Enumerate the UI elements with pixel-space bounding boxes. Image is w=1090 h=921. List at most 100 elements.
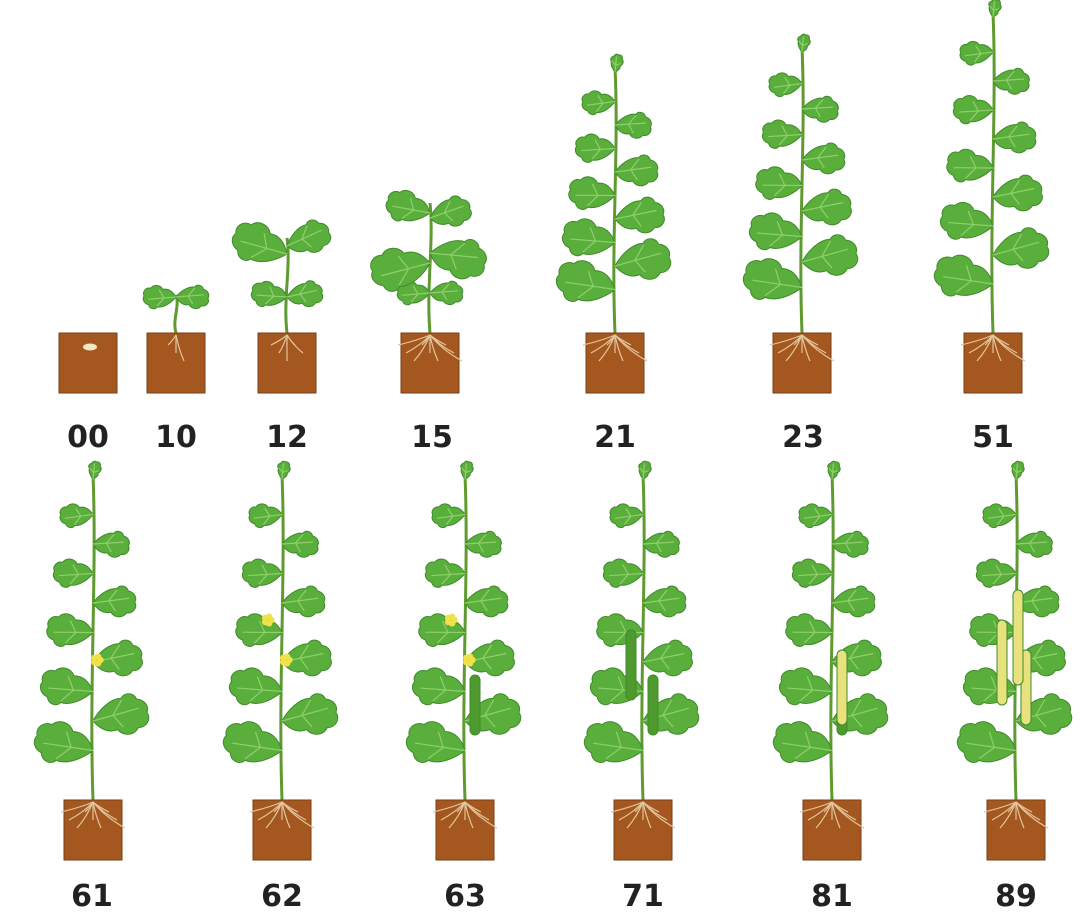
leaf	[464, 585, 508, 618]
leaf	[89, 690, 152, 740]
leaf	[426, 193, 474, 233]
bud-leaf	[276, 460, 292, 480]
leaf	[611, 235, 674, 285]
leaf	[568, 175, 617, 212]
leaf	[92, 585, 136, 618]
stage-label-81: 81	[782, 882, 882, 912]
leaf	[953, 717, 1020, 772]
leaf	[581, 90, 615, 115]
leaf	[575, 134, 615, 163]
leaf	[410, 665, 468, 710]
leaf	[53, 559, 93, 588]
leaf	[800, 187, 853, 228]
leaf	[961, 665, 1019, 710]
leaf	[285, 279, 324, 309]
plant-stage-15	[368, 186, 490, 393]
leaf	[465, 531, 502, 558]
leaf	[560, 216, 618, 261]
seed	[83, 344, 97, 351]
bud-leaf	[987, 0, 1003, 18]
stage-label-10: 10	[126, 423, 226, 453]
stage-label-00: 00	[38, 423, 138, 453]
leaf	[643, 531, 680, 558]
leaf	[768, 72, 802, 97]
leaf	[235, 612, 284, 649]
leaf	[946, 148, 995, 185]
leaf	[430, 281, 463, 304]
green-fruit	[648, 675, 658, 735]
leaf	[641, 638, 694, 679]
leaf	[38, 665, 96, 710]
plant-stage-89	[953, 460, 1074, 860]
leaf	[755, 165, 804, 202]
leaf	[792, 559, 832, 588]
stem	[175, 295, 177, 333]
plant-stage-61	[30, 460, 151, 860]
leaf	[953, 95, 993, 124]
cotyledon-leaf	[143, 285, 176, 308]
stage-label-63: 63	[415, 882, 515, 912]
leaf	[219, 717, 286, 772]
leaf	[603, 559, 643, 588]
bud-leaf	[637, 460, 653, 480]
bud-leaf	[609, 53, 625, 73]
leaf	[762, 120, 802, 149]
stage-label-62: 62	[232, 882, 332, 912]
leaf	[609, 503, 643, 528]
leaf	[425, 559, 465, 588]
stage-label-15: 15	[382, 423, 482, 453]
plant-stage-63	[402, 460, 523, 860]
ripe-fruit	[1013, 590, 1023, 685]
leaf	[30, 717, 97, 772]
green-fruit	[470, 675, 480, 735]
ripe-fruit	[997, 620, 1007, 705]
plant-stage-71	[580, 460, 701, 860]
stage-label-21: 21	[565, 423, 665, 453]
leaf	[383, 186, 434, 228]
bud-leaf	[826, 460, 842, 480]
leaf	[614, 154, 658, 187]
leaf	[993, 68, 1030, 95]
stem	[429, 203, 431, 333]
plant-stage-12	[227, 216, 335, 393]
leaf	[832, 531, 869, 558]
bud-leaf	[796, 33, 812, 53]
plant-stage-00	[59, 333, 117, 393]
cotyledon-leaf	[176, 285, 209, 308]
leaf	[227, 216, 294, 273]
stage-label-89: 89	[966, 882, 1066, 912]
leaf	[992, 121, 1036, 154]
plant-stage-62	[219, 460, 340, 860]
leaf	[281, 585, 325, 618]
plant-stage-51	[930, 0, 1051, 393]
stage-label-51: 51	[943, 423, 1043, 453]
leaf	[552, 256, 619, 311]
leaf	[959, 40, 993, 65]
leaf	[250, 279, 289, 309]
leaf	[769, 717, 836, 772]
leaf	[777, 665, 835, 710]
stage-label-61: 61	[42, 882, 142, 912]
leaf	[242, 559, 282, 588]
leaf	[615, 112, 652, 139]
bud-leaf	[1010, 460, 1026, 480]
leaf	[969, 612, 1018, 649]
plant-stage-10	[143, 285, 209, 393]
leaf	[278, 690, 341, 740]
leaf	[402, 717, 469, 772]
leaf	[588, 665, 646, 710]
leaf	[418, 612, 467, 649]
bud-leaf	[87, 460, 103, 480]
leaf	[46, 612, 95, 649]
stage-label-12: 12	[237, 423, 337, 453]
leaf	[248, 503, 282, 528]
leaf	[785, 612, 834, 649]
leaf	[580, 717, 647, 772]
leaf	[798, 231, 861, 281]
soil-pot	[59, 333, 117, 393]
leaf	[596, 612, 645, 649]
leaf	[227, 665, 285, 710]
stem	[614, 68, 616, 333]
